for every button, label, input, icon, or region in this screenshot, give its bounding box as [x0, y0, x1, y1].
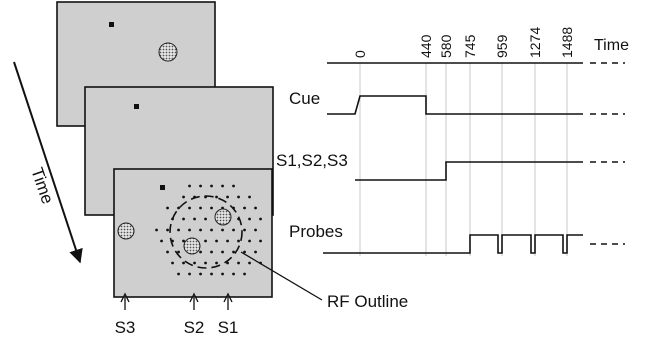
probes-label: Probes: [289, 222, 343, 241]
probe-dot: [166, 228, 169, 232]
fixation-point: [109, 22, 114, 27]
tick-label: 1274: [527, 27, 543, 58]
probe-dot: [232, 272, 235, 276]
probes-trace: Probes: [289, 222, 625, 254]
s1-label: S1: [218, 318, 239, 337]
grating-s3: [117, 222, 135, 240]
probe-dot: [160, 239, 163, 243]
probe-dot: [237, 239, 240, 243]
probe-dot: [226, 239, 229, 243]
probe-dot: [259, 217, 262, 221]
grating-stimulus: [158, 42, 178, 62]
probe-dot: [210, 250, 213, 254]
probe-dot: [232, 250, 235, 254]
probe-dot: [188, 184, 191, 188]
time-ticks: 0 440 580 745 959 1274 1488 Time: [352, 27, 629, 58]
probe-dot: [199, 184, 202, 188]
s2-label: S2: [184, 318, 205, 337]
s3-label: S3: [115, 318, 136, 337]
probe-dot: [166, 250, 169, 254]
probe-dot: [243, 228, 246, 232]
frame-front: [113, 168, 273, 298]
probe-dot: [204, 261, 207, 265]
tick-label: 580: [438, 34, 454, 58]
probe-dot: [177, 250, 180, 254]
probe-dot: [215, 195, 218, 199]
probe-dot: [248, 261, 251, 265]
rf-outline-callout: RF Outline: [240, 251, 408, 311]
probe-dot: [199, 250, 202, 254]
probe-dot: [243, 206, 246, 210]
cue-trace: Cue: [289, 89, 625, 115]
probe-dot: [199, 272, 202, 276]
probe-dot: [215, 261, 218, 265]
probe-dot: [221, 250, 224, 254]
grating-s2: [183, 237, 201, 255]
tick-label: 959: [494, 34, 510, 58]
timing-diagram: 0 440 580 745 959 1274 1488 Time Cue S1,…: [276, 27, 629, 256]
probe-dot: [182, 261, 185, 265]
tick-label: 1488: [559, 27, 575, 58]
probe-dot: [188, 228, 191, 232]
stimuli-trace: S1,S2,S3: [276, 151, 625, 181]
stimulus-pointers: S3 S2 S1: [115, 292, 239, 337]
probe-dot: [199, 206, 202, 210]
probe-dot: [243, 250, 246, 254]
probe-dot: [254, 206, 257, 210]
probe-dot: [210, 184, 213, 188]
probe-dot: [182, 239, 185, 243]
probe-dot: [259, 239, 262, 243]
rf-outline: [169, 195, 243, 269]
fixation-point: [134, 104, 139, 109]
probe-dot: [232, 184, 235, 188]
pointer-s3: S3: [115, 292, 136, 337]
probe-dot: [171, 261, 174, 265]
probe-dot: [155, 228, 158, 232]
probe-dot: [199, 228, 202, 232]
time-arrow-label: Time: [27, 165, 57, 206]
probe-dot: [204, 217, 207, 221]
time-axis-label: Time: [594, 37, 629, 54]
probe-dot: [215, 239, 218, 243]
probe-dot: [193, 217, 196, 221]
probe-dot: [237, 261, 240, 265]
cue-label: Cue: [289, 89, 320, 108]
probe-dot: [188, 206, 191, 210]
rf-outline-label: RF Outline: [327, 292, 408, 311]
tick-label: 745: [462, 34, 478, 58]
probe-dot: [243, 272, 246, 276]
probe-dot: [182, 195, 185, 199]
probe-dot: [221, 228, 224, 232]
probe-dot: [182, 217, 185, 221]
tick-label: 440: [418, 34, 434, 58]
probe-dot: [193, 261, 196, 265]
probe-dot: [254, 228, 257, 232]
time-guides: [359, 63, 568, 256]
probe-dot: [221, 184, 224, 188]
probe-dot: [248, 195, 251, 199]
probe-dot: [248, 239, 251, 243]
probe-dot: [210, 272, 213, 276]
fixation-point: [160, 185, 165, 190]
probe-dot: [221, 272, 224, 276]
probe-dot: [166, 206, 169, 210]
probe-dot: [188, 272, 191, 276]
probe-dot: [248, 217, 251, 221]
probe-dot: [177, 228, 180, 232]
probe-dot: [232, 228, 235, 232]
tick-label: 0: [352, 50, 368, 58]
stimuli-label: S1,S2,S3: [276, 151, 348, 170]
probe-dot: [177, 272, 180, 276]
grating-s1: [214, 208, 232, 226]
probe-dot: [226, 195, 229, 199]
pointer-s2: S2: [184, 292, 205, 337]
probe-dot: [254, 250, 257, 254]
probe-dot: [210, 228, 213, 232]
probe-dot: [237, 195, 240, 199]
probe-dot: [204, 239, 207, 243]
probe-dot: [210, 206, 213, 210]
probe-dot: [177, 206, 180, 210]
pointer-s1: S1: [218, 292, 239, 337]
